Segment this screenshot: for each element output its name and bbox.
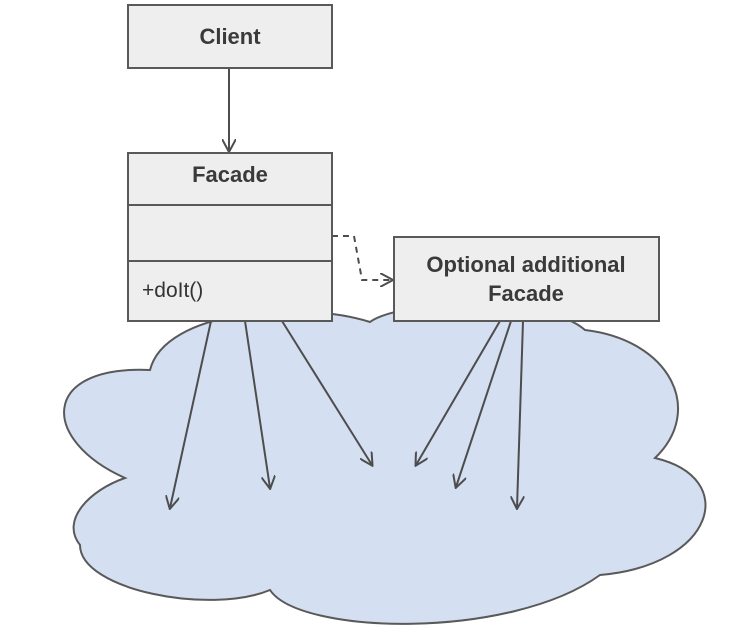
optional-to-subsystem-arrow-3 bbox=[517, 320, 523, 508]
facade-operation: +doIt() bbox=[142, 279, 203, 302]
client-title: Client bbox=[199, 24, 261, 49]
subsystem-cloud bbox=[63, 303, 707, 625]
facade-to-optional-dependency-arrow bbox=[332, 235, 392, 280]
optional-facade-title-line1: Optional additional bbox=[426, 252, 625, 277]
optional-to-subsystem-arrow-2 bbox=[456, 320, 512, 487]
facade-title: Facade bbox=[192, 162, 268, 187]
client-class[interactable]: Client bbox=[127, 4, 333, 69]
facade-class[interactable]: Facade +doIt() bbox=[127, 152, 333, 322]
optional-to-subsystem-arrow-1 bbox=[416, 320, 501, 465]
facade-to-subsystem-arrow-2 bbox=[244, 320, 270, 488]
optional-facade-class[interactable]: Optional additional Facade bbox=[393, 236, 660, 322]
optional-facade-title-line2: Facade bbox=[488, 281, 564, 306]
facade-to-subsystem-arrow-1 bbox=[170, 320, 212, 508]
facade-to-subsystem-arrow-3 bbox=[281, 320, 372, 465]
